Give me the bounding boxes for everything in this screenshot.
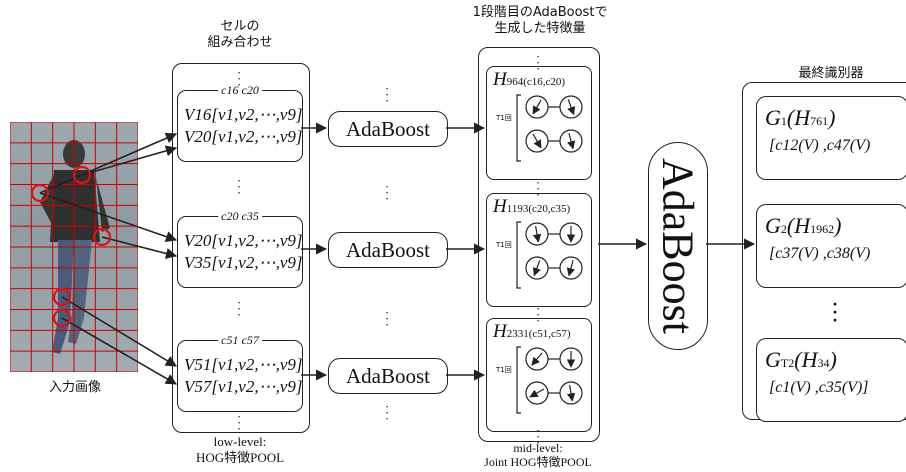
final-classifier-3: GT2(H34) [c1(V) ,c35(V)] (756, 338, 906, 422)
feature-vector: V57[v1,v2,⋯,v9] (184, 377, 303, 396)
classifier-cells: [c12(V) ,c47(V) (769, 137, 871, 154)
joint-feature-title: H1193(c20,c35) (493, 196, 570, 218)
cells-title-line1: セルの (220, 19, 260, 34)
gradient-arrow (567, 99, 576, 116)
low-level-line1: low-level: (213, 434, 267, 449)
classifier-cells: [c37(V) ,c38(V) (769, 245, 871, 262)
cells-title: セルの 組み合わせ (180, 19, 300, 51)
g-symbol: G (765, 347, 781, 372)
final-classifier-2: G2(H1962) [c37(V) ,c38(V) (756, 204, 906, 288)
g-subscript: 2 (780, 222, 787, 236)
feature-vector: V20[v1,v2,⋯,v9] (184, 127, 303, 146)
vertical-ellipsis: ··· (236, 65, 242, 92)
final-classifier-title: 最終識別器 (798, 66, 864, 81)
low-level-label: low-level: HOG特徴POOL (180, 434, 300, 466)
mid-level-line2: Joint HOG特徴POOL (484, 455, 592, 469)
joint-feature-subscript: 964(c16,c20) (506, 76, 566, 88)
feature-vector: V35[v1,v2,⋯,v9] (184, 253, 303, 272)
weak-classifier-pairs (516, 221, 583, 289)
g-subscript: T2 (780, 356, 795, 370)
vertical-ellipsis: ··· (535, 175, 541, 202)
weak-classifier-pairs (516, 94, 583, 162)
vertical-ellipsis: ··· (384, 305, 390, 332)
gradient-arrow (531, 352, 543, 366)
feature-title-line1: 1段階目のAdaBoostで (472, 5, 608, 20)
h-symbol: H (794, 213, 811, 238)
h-symbol: H (794, 105, 811, 130)
final-adaboost-box: AdaBoost (648, 142, 708, 350)
mid-level-line1: mid-level: (513, 441, 563, 455)
h-subscript: 761 (810, 114, 829, 128)
gradient-arrow (566, 260, 575, 277)
adaboost-box-1: AdaBoost (328, 111, 448, 147)
cell-pair-box-2: c20 c35 V20[v1,v2,⋯,v9] V35[v1,v2,⋯,v9] (177, 209, 303, 288)
round-bracket (516, 94, 521, 162)
joint-feature-subscript: 2331(c51,c57) (506, 328, 571, 340)
joint-feature-symbol: H (493, 69, 507, 90)
feature-vector: V51[v1,v2,⋯,v9] (184, 355, 303, 374)
h-subscript: 1962 (810, 222, 835, 236)
h-symbol: H (801, 347, 818, 372)
cell-pair-box-3: c51 c57 V51[v1,v2,⋯,v9] V57[v1,v2,⋯,v9] (177, 333, 303, 412)
g-subscript: 1 (780, 114, 787, 128)
joint-feature-symbol: H (493, 321, 507, 342)
g-symbol: G (765, 213, 781, 238)
round-label: T1回 (496, 366, 512, 374)
classifier-cells: [c1(V) ,c35(V)] (769, 379, 869, 396)
feature-vector: V20[v1,v2,⋯,v9] (184, 231, 303, 250)
gradient-arrow (532, 226, 542, 243)
round-bracket (516, 346, 521, 414)
classifier-formula: G2(H1962) (765, 213, 842, 238)
joint-feature-title: H2331(c51,c57) (493, 321, 571, 343)
vertical-ellipsis: ··· (384, 399, 390, 426)
input-image (10, 122, 138, 372)
classifier-formula: G1(H761) (765, 105, 836, 130)
classifier-formula: GT2(H34) (765, 347, 837, 372)
gradient-arrow (567, 133, 576, 150)
feature-title-line2: 生成した特徴量 (494, 21, 586, 36)
cell-grid (10, 122, 138, 372)
joint-feature-box-2: H1193(c20,c35) T1回 (486, 193, 592, 307)
adaboost-box-2: AdaBoost (328, 232, 448, 268)
adaboost-box-3: AdaBoost (328, 358, 448, 394)
final-classifier-1: G1(H761) [c12(V) ,c47(V) (756, 96, 906, 180)
gradient-arrow (532, 99, 542, 115)
vertical-ellipsis: ··· (535, 301, 541, 328)
vertical-ellipsis: ··· (236, 409, 242, 436)
gradient-arrow (529, 388, 545, 398)
joint-feature-symbol: H (493, 196, 507, 217)
cell-pair-header: c16 c20 (218, 83, 262, 98)
gradient-arrow (532, 133, 542, 149)
joint-feature-box-3: H2331(c51,c57) T1回 (486, 318, 592, 432)
vertical-ellipsis: ··· (236, 295, 242, 322)
feature-title: 1段階目のAdaBoostで 生成した特徴量 (455, 5, 625, 37)
feature-vector: V16[v1,v2,⋯,v9] (184, 105, 303, 124)
round-label: T1回 (496, 241, 512, 249)
round-bracket (516, 221, 521, 289)
g-symbol: G (765, 105, 781, 130)
cell-pair-box-1: c16 c20 V16[v1,v2,⋯,v9] V20[v1,v2,⋯,v9] (177, 83, 303, 162)
joint-feature-subscript: 1193(c20,c35) (506, 203, 571, 215)
final-adaboost-label: AdaBoost (653, 158, 703, 334)
vertical-ellipsis: ··· (831, 294, 838, 330)
vertical-ellipsis: ··· (535, 423, 541, 450)
h-subscript: 34 (817, 356, 830, 370)
low-level-line2: HOG特徴POOL (195, 450, 285, 465)
vertical-ellipsis: ··· (535, 49, 541, 76)
round-label: T1回 (496, 114, 512, 122)
gradient-arrow (566, 385, 576, 402)
input-image-label: 入力画像 (48, 380, 101, 395)
vertical-ellipsis: ··· (384, 81, 390, 108)
weak-classifier-pairs (516, 346, 583, 414)
cell-pair-header: c51 c57 (218, 333, 262, 348)
gradient-arrow (532, 260, 541, 277)
joint-feature-title: H964(c16,c20) (493, 69, 565, 91)
vertical-ellipsis: ··· (236, 173, 242, 200)
vertical-ellipsis: ··· (384, 179, 390, 206)
cells-title-line2: 組み合わせ (207, 35, 273, 50)
mid-level-label: mid-level: Joint HOG特徴POOL (462, 441, 614, 469)
cell-pair-header: c20 c35 (218, 209, 262, 224)
joint-feature-box-1: H964(c16,c20) T1回 (486, 66, 592, 180)
